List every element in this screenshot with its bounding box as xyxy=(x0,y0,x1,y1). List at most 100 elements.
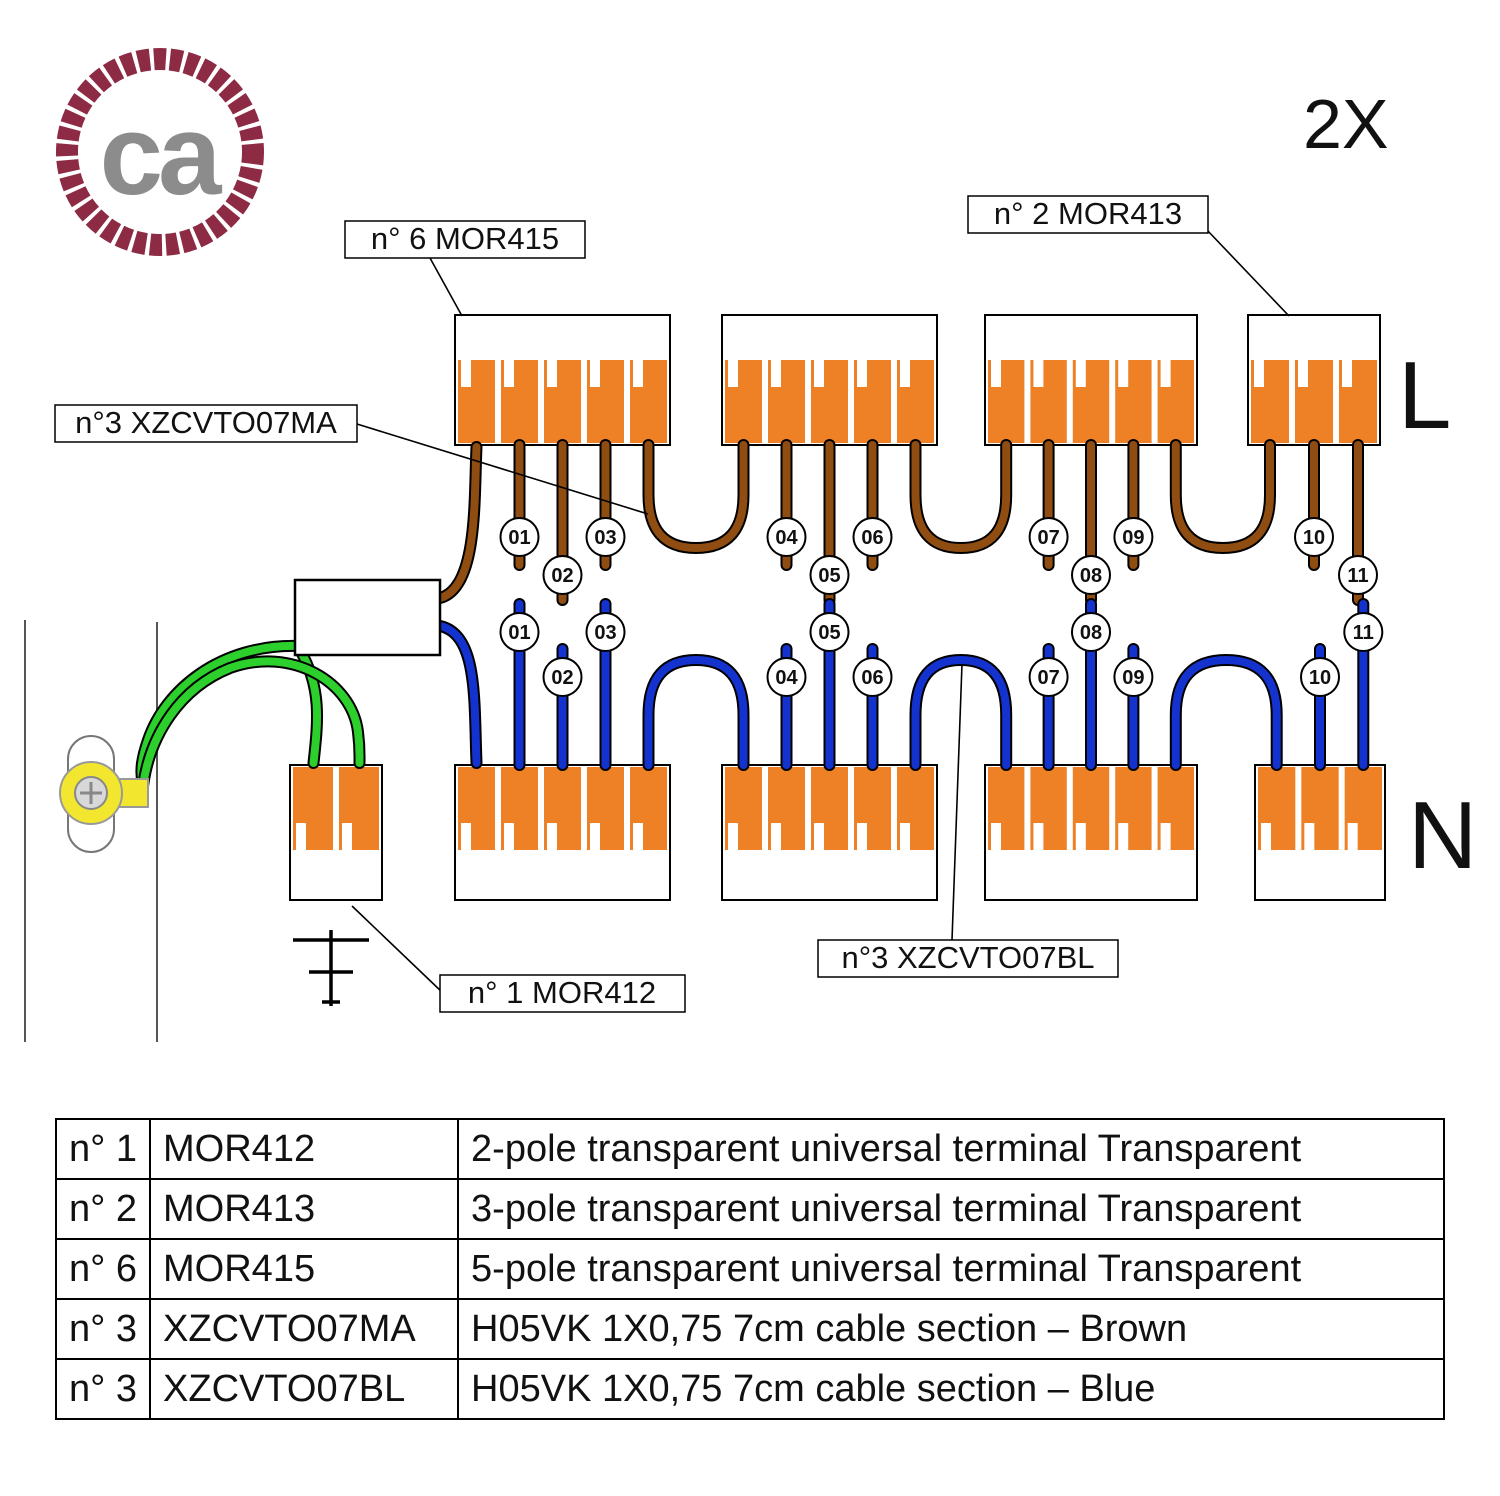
wire-number-marker: 11 xyxy=(1343,612,1384,652)
clamp-slot xyxy=(814,360,824,387)
wire-number-circle xyxy=(852,657,893,697)
clamp-slot xyxy=(1160,823,1171,850)
wire-number-circle xyxy=(809,612,850,652)
wire-number-marker: 05 xyxy=(809,612,850,652)
logo-rope-ring xyxy=(56,48,264,256)
wire-number-circle xyxy=(1071,555,1111,595)
brown-wire xyxy=(1171,441,1274,553)
clamp-slot xyxy=(547,360,557,387)
brown-wire xyxy=(644,441,748,553)
wire-number-marker: 06 xyxy=(852,657,893,697)
clamp-slot xyxy=(342,823,352,850)
table-cell: MOR415 xyxy=(149,1238,460,1300)
ring-terminal xyxy=(59,735,149,853)
clamp-slot xyxy=(1342,360,1352,387)
callout-label: n° 2 MOR413 xyxy=(994,196,1182,231)
wire-number-label: 02 xyxy=(551,565,573,587)
table-cell: XZCVTO07MA xyxy=(149,1298,460,1360)
terminal-block-top xyxy=(454,314,671,446)
table-cell: 5-pole transparent universal terminal Tr… xyxy=(457,1238,1446,1300)
wire-number-marker: 01 xyxy=(499,612,540,652)
wire-number-marker: 03 xyxy=(585,517,626,557)
wire-number-label: 08 xyxy=(1080,622,1102,644)
clamp-slot xyxy=(728,360,738,387)
clamp-slot xyxy=(547,823,557,850)
callout-label: n° 6 MOR415 xyxy=(371,221,559,256)
blue-wire xyxy=(436,622,481,767)
wire-number-marker: 08 xyxy=(1071,555,1111,595)
clamp-slot xyxy=(1075,360,1086,387)
wire-number-marker: 07 xyxy=(1028,657,1069,697)
wire-number-marker: 02 xyxy=(542,555,583,595)
clamp-slot xyxy=(504,823,514,850)
wire-number-label: 07 xyxy=(1037,527,1059,549)
callout-box xyxy=(344,220,586,259)
clamp-slot xyxy=(900,823,910,850)
clamp-slot xyxy=(461,360,471,387)
callout-leader xyxy=(351,905,444,994)
clamp-slot xyxy=(590,360,600,387)
table-cell: n° 1 xyxy=(54,1118,152,1180)
clamp-slot xyxy=(633,360,643,387)
wire-number-label: 01 xyxy=(508,622,530,644)
green-earth-wire xyxy=(296,646,321,767)
wire-number-marker: 08 xyxy=(1071,612,1111,652)
table-cell: H05VK 1X0,75 7cm cable section – Brown xyxy=(457,1298,1446,1360)
logo-text: ca xyxy=(100,92,223,219)
terminal-block-bottom xyxy=(1254,764,1386,901)
callout-box xyxy=(817,939,1119,978)
wire-number-label: 03 xyxy=(594,622,616,644)
callout-leader xyxy=(429,257,463,317)
blue-wire xyxy=(644,655,748,769)
wire-number-marker: 04 xyxy=(766,657,807,697)
clamp-slot xyxy=(1261,823,1271,850)
brown-wire xyxy=(436,443,481,602)
wire-number-marker: 09 xyxy=(1113,517,1154,557)
wire-number-label: 01 xyxy=(508,527,530,549)
wire-number-marker: 05 xyxy=(809,555,850,595)
clamp-slot xyxy=(1298,360,1308,387)
callout-leader xyxy=(356,423,649,515)
wire-number-label: 03 xyxy=(594,527,616,549)
clamp-slot xyxy=(1033,823,1044,850)
clamp-slot xyxy=(1075,823,1086,850)
table-cell: MOR413 xyxy=(149,1178,460,1240)
wire-number-circle xyxy=(1343,612,1384,652)
clamp-slot xyxy=(857,360,867,387)
terminal-block-top xyxy=(1247,314,1381,446)
table-cell: n° 3 xyxy=(54,1358,152,1420)
clamp-slot xyxy=(771,360,781,387)
wire-number-label: 06 xyxy=(861,667,883,689)
clamp-slot xyxy=(728,823,738,850)
callout-label: n°3 XZCVTO07BL xyxy=(841,940,1094,975)
callout-box xyxy=(54,404,358,443)
wire-number-marker: 11 xyxy=(1338,555,1378,595)
clamp-slot xyxy=(590,823,600,850)
wire-number-circle xyxy=(1028,657,1069,697)
table-cell: XZCVTO07BL xyxy=(149,1358,460,1420)
clamp-slot xyxy=(1254,360,1264,387)
clamp-slot xyxy=(461,823,471,850)
wire-number-circle xyxy=(1071,612,1111,652)
callout-xzcvto07ma: n°3 XZCVTO07MA xyxy=(54,404,649,515)
table-cell: 3-pole transparent universal terminal Tr… xyxy=(457,1178,1446,1240)
wire-number-circle xyxy=(1294,517,1334,557)
wire-number-label: 10 xyxy=(1309,667,1331,689)
wire-number-label: 06 xyxy=(861,527,883,549)
terminal-block-top xyxy=(721,314,938,446)
wire-number-circle xyxy=(542,555,583,595)
clamp-slot xyxy=(991,360,1001,387)
callout-mor412: n° 1 MOR412 xyxy=(351,905,686,1013)
brown-wire xyxy=(911,441,1011,553)
callout-leader xyxy=(951,663,963,941)
clamp-slot xyxy=(1033,360,1044,387)
logo-bg xyxy=(67,59,253,245)
callout-box xyxy=(439,974,686,1013)
